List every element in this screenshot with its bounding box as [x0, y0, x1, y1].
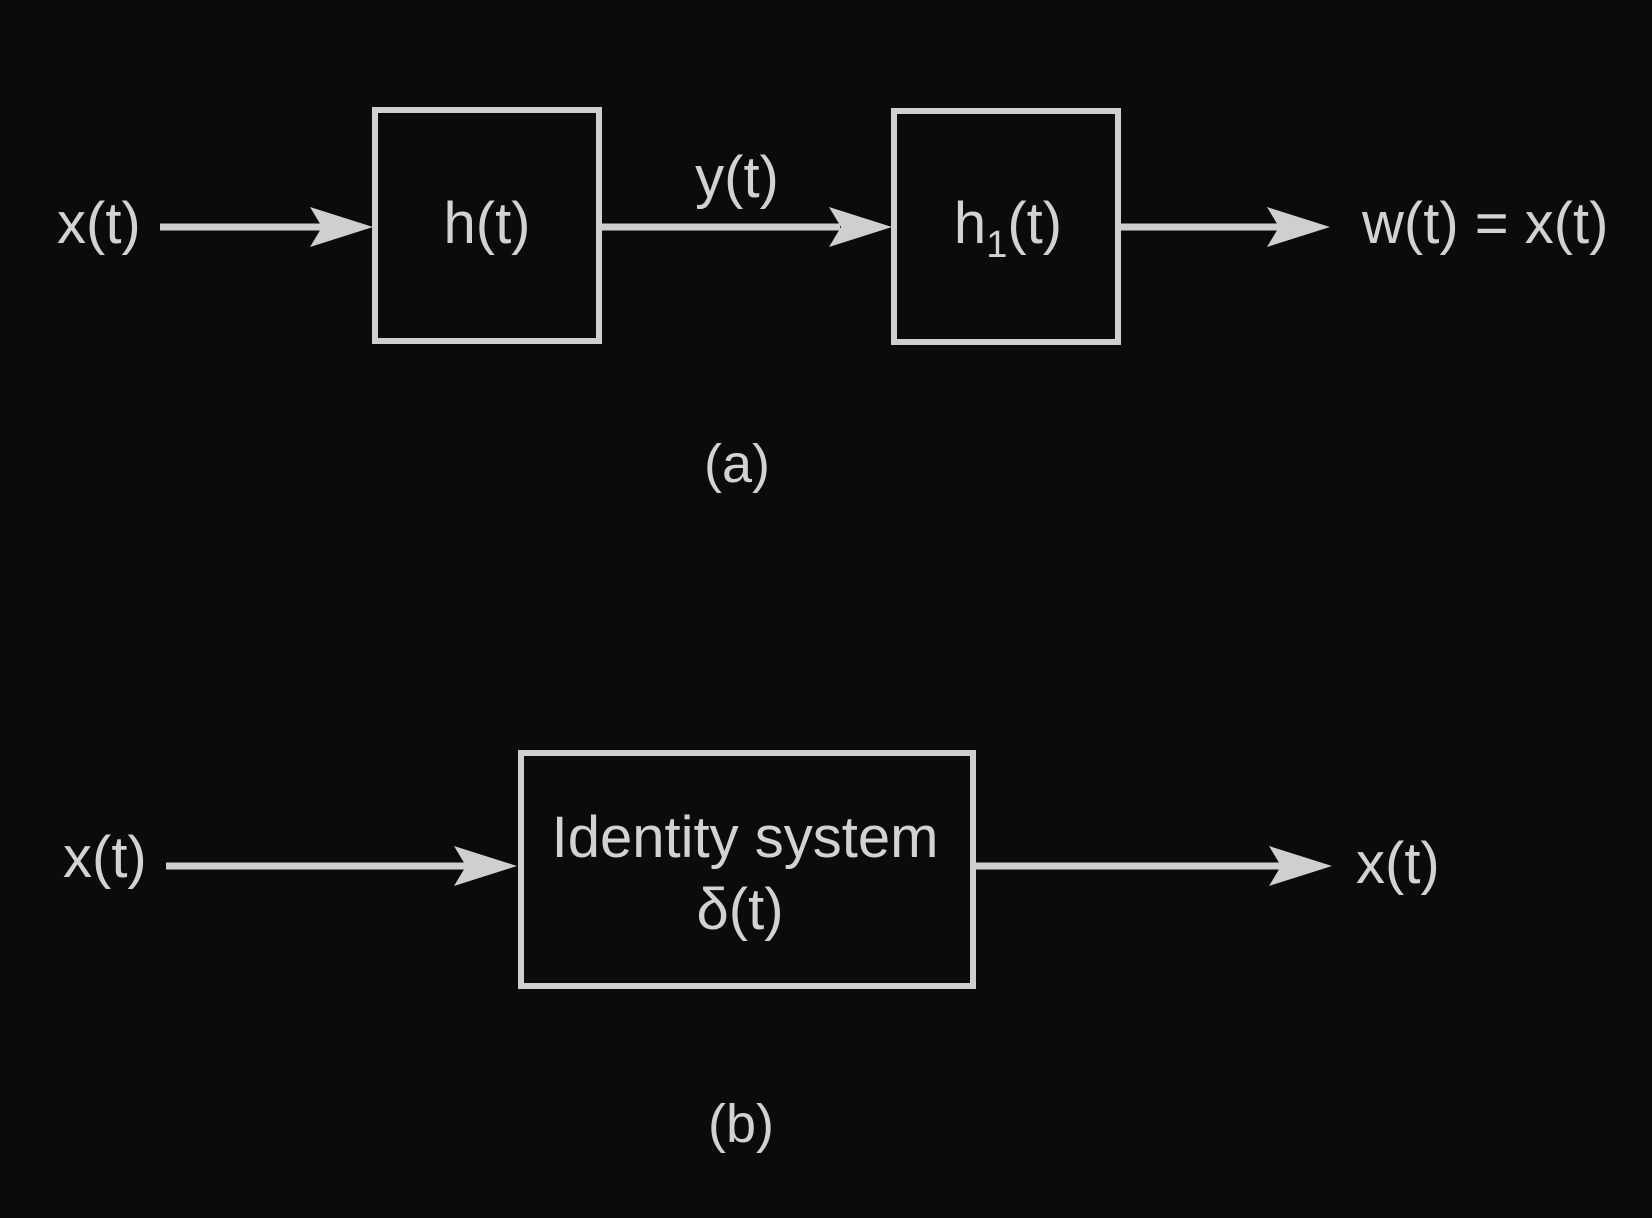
b-input-label: x(t) — [63, 825, 147, 890]
a-block-h — [372, 107, 602, 344]
a-middle-arrow-head — [829, 207, 892, 247]
b-output-label: x(t) — [1356, 831, 1440, 896]
a-input-arrow-head — [310, 207, 373, 247]
a-block-h1-label-tail: (t) — [1007, 191, 1062, 256]
a-block-h1-label-sub: 1 — [986, 224, 1007, 266]
b-identity-block-label-line2: δ(t) — [696, 877, 783, 942]
diagram-a: x(t) h(t) y(t) h1(t) w(t) = x(t) (a) — [57, 107, 1608, 494]
b-output-arrow-head — [1269, 846, 1332, 886]
a-output-arrow-head — [1267, 207, 1330, 247]
b-input-arrow-head — [454, 846, 517, 886]
a-input-label: x(t) — [57, 191, 141, 256]
a-block-h1-label-main: h — [954, 191, 986, 256]
b-caption: (b) — [708, 1094, 774, 1154]
a-block-h1 — [891, 108, 1121, 345]
a-block-h1-label: h1(t) — [954, 191, 1062, 266]
a-block-h-label: h(t) — [444, 191, 531, 256]
a-caption: (a) — [704, 434, 770, 494]
diagram-b: x(t) Identity system δ(t) x(t) (b) — [63, 750, 1440, 1154]
b-identity-block — [518, 750, 976, 989]
a-middle-signal-label: y(t) — [695, 145, 779, 210]
b-identity-block-label-line1: Identity system — [552, 805, 939, 870]
a-output-label: w(t) = x(t) — [1361, 191, 1608, 256]
